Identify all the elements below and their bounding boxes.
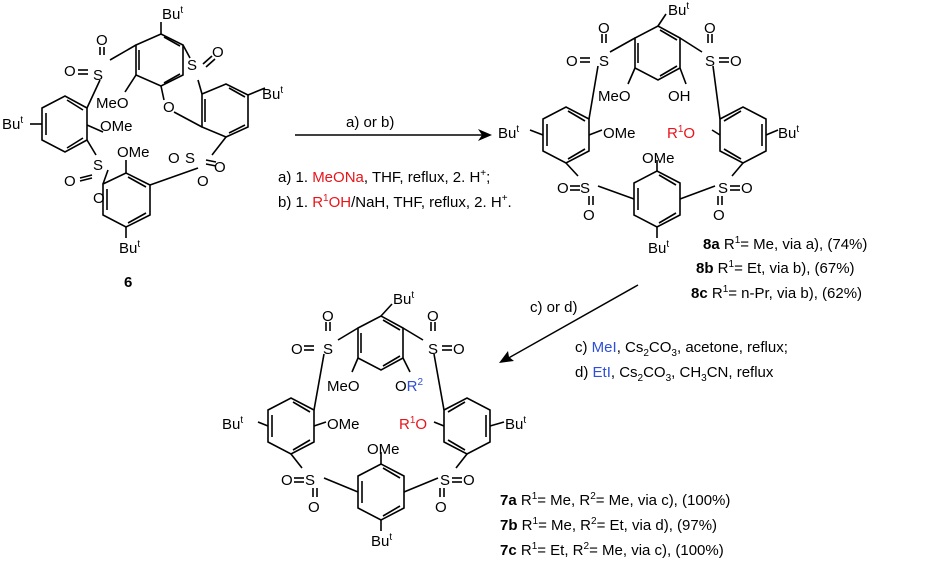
svg-text:MeO: MeO — [598, 88, 631, 105]
svg-text:O: O — [163, 99, 175, 116]
results-8: 8a R1= Me, via a), (74%) 8b R1= Et, via … — [691, 235, 867, 302]
svg-text:d) EtI, Cs2CO3, CH3CN, reflux: d) EtI, Cs2CO3, CH3CN, reflux — [575, 364, 774, 384]
svg-text:O: O — [308, 499, 320, 516]
svg-text:O: O — [291, 341, 303, 358]
svg-text:O: O — [197, 173, 209, 190]
svg-text:O: O — [435, 499, 447, 516]
svg-text:S: S — [705, 53, 715, 70]
svg-text:But: But — [778, 124, 799, 142]
svg-text:But: But — [505, 415, 526, 433]
svg-text:8a R1= Me, via a), (74%): 8a R1= Me, via a), (74%) — [703, 235, 867, 253]
svg-text:But: But — [393, 290, 414, 308]
svg-text:a) or b): a) or b) — [346, 114, 394, 131]
compound-6 — [30, 22, 266, 238]
svg-text:O: O — [168, 150, 180, 167]
svg-text:MeO: MeO — [96, 95, 129, 112]
svg-text:S: S — [323, 341, 333, 358]
svg-text:OMe: OMe — [603, 125, 636, 142]
svg-text:O: O — [96, 32, 108, 49]
arrow-2 — [499, 284, 639, 363]
svg-text:But: But — [648, 239, 669, 257]
svg-text:MeO: MeO — [327, 378, 360, 395]
svg-text:O: O — [214, 159, 226, 176]
svg-text:S: S — [93, 67, 103, 84]
svg-text:O: O — [704, 20, 716, 37]
svg-text:O: O — [598, 20, 610, 37]
svg-text:8c R1= n-Pr, via b), (62%): 8c R1= n-Pr, via b), (62%) — [691, 284, 862, 302]
arrow-1-text: a) or b) a) 1. MeONa, THF, reflux, 2. H+… — [278, 114, 512, 211]
svg-text:OMe: OMe — [327, 416, 360, 433]
arrow-1 — [295, 129, 492, 141]
compound-6-labels: But S O O S O O MeO O But But OMe OMe O … — [2, 5, 283, 291]
svg-text:c) or d): c) or d) — [530, 299, 578, 316]
svg-text:8b R1= Et, via b), (67%): 8b R1= Et, via b), (67%) — [696, 259, 855, 277]
svg-text:S: S — [440, 472, 450, 489]
svg-text:O: O — [730, 53, 742, 70]
svg-text:But: But — [222, 415, 243, 433]
svg-text:R1O: R1O — [399, 415, 427, 433]
svg-text:6: 6 — [124, 274, 132, 291]
svg-text:OH: OH — [668, 88, 691, 105]
svg-text:But: But — [119, 239, 140, 257]
compound-7-labels: But S O O S O O MeO OR2 But OMe R1O But … — [222, 290, 526, 550]
svg-text:S: S — [93, 157, 103, 174]
svg-text:O: O — [64, 173, 76, 190]
svg-text:O: O — [322, 308, 334, 325]
svg-text:S: S — [599, 53, 609, 70]
svg-text:7b R1= Me, R2= Et, via d), (97: 7b R1= Me, R2= Et, via d), (97%) — [500, 516, 717, 534]
svg-text:But: But — [668, 1, 689, 19]
svg-text:O: O — [453, 341, 465, 358]
svg-text:OMe: OMe — [367, 441, 400, 458]
svg-text:R1O: R1O — [667, 124, 695, 142]
svg-text:O: O — [64, 63, 76, 80]
svg-text:S: S — [580, 180, 590, 197]
svg-text:But: But — [262, 85, 283, 103]
svg-text:c) MeI, Cs2CO3, acetone, reflu: c) MeI, Cs2CO3, acetone, reflux; — [575, 339, 788, 359]
svg-text:But: But — [162, 5, 183, 23]
svg-text:a) 1. MeONa, THF, reflux, 2. H: a) 1. MeONa, THF, reflux, 2. H+; — [278, 168, 490, 186]
svg-text:O: O — [713, 207, 725, 224]
svg-text:7a R1= Me, R2= Me, via c), (10: 7a R1= Me, R2= Me, via c), (100%) — [500, 491, 730, 509]
svg-text:O: O — [427, 308, 439, 325]
svg-text:O: O — [583, 207, 595, 224]
svg-text:But: But — [371, 532, 392, 550]
svg-text:O: O — [557, 180, 569, 197]
arrow-2-text: c) or d) c) MeI, Cs2CO3, acetone, reflux… — [530, 299, 788, 384]
svg-text:But: But — [498, 124, 519, 142]
svg-text:S: S — [185, 150, 195, 167]
compound-7 — [257, 303, 505, 531]
svg-text:S: S — [305, 472, 315, 489]
results-7: 7a R1= Me, R2= Me, via c), (100%) 7b R1=… — [500, 491, 730, 559]
svg-text:b) 1. R1OH/NaH, THF, reflux, 2: b) 1. R1OH/NaH, THF, reflux, 2. H+. — [278, 193, 512, 211]
svg-text:O: O — [566, 53, 578, 70]
compound-8 — [529, 13, 779, 238]
svg-text:S: S — [428, 341, 438, 358]
svg-text:OMe: OMe — [117, 144, 150, 161]
svg-text:O: O — [212, 44, 224, 61]
svg-text:O: O — [463, 472, 475, 489]
svg-text:O: O — [741, 180, 753, 197]
svg-text:OMe: OMe — [642, 150, 675, 167]
svg-text:O: O — [93, 190, 105, 207]
svg-text:OMe: OMe — [100, 118, 133, 135]
svg-text:But: But — [2, 115, 23, 133]
svg-text:S: S — [718, 180, 728, 197]
svg-text:S: S — [187, 57, 197, 74]
compound-8-labels: But S O O S O O MeO OH But OMe R1O But O… — [498, 1, 799, 257]
svg-text:O: O — [281, 472, 293, 489]
svg-text:7c R1= Et, R2= Me, via c), (10: 7c R1= Et, R2= Me, via c), (100%) — [500, 541, 724, 559]
svg-text:OR2: OR2 — [395, 377, 424, 395]
